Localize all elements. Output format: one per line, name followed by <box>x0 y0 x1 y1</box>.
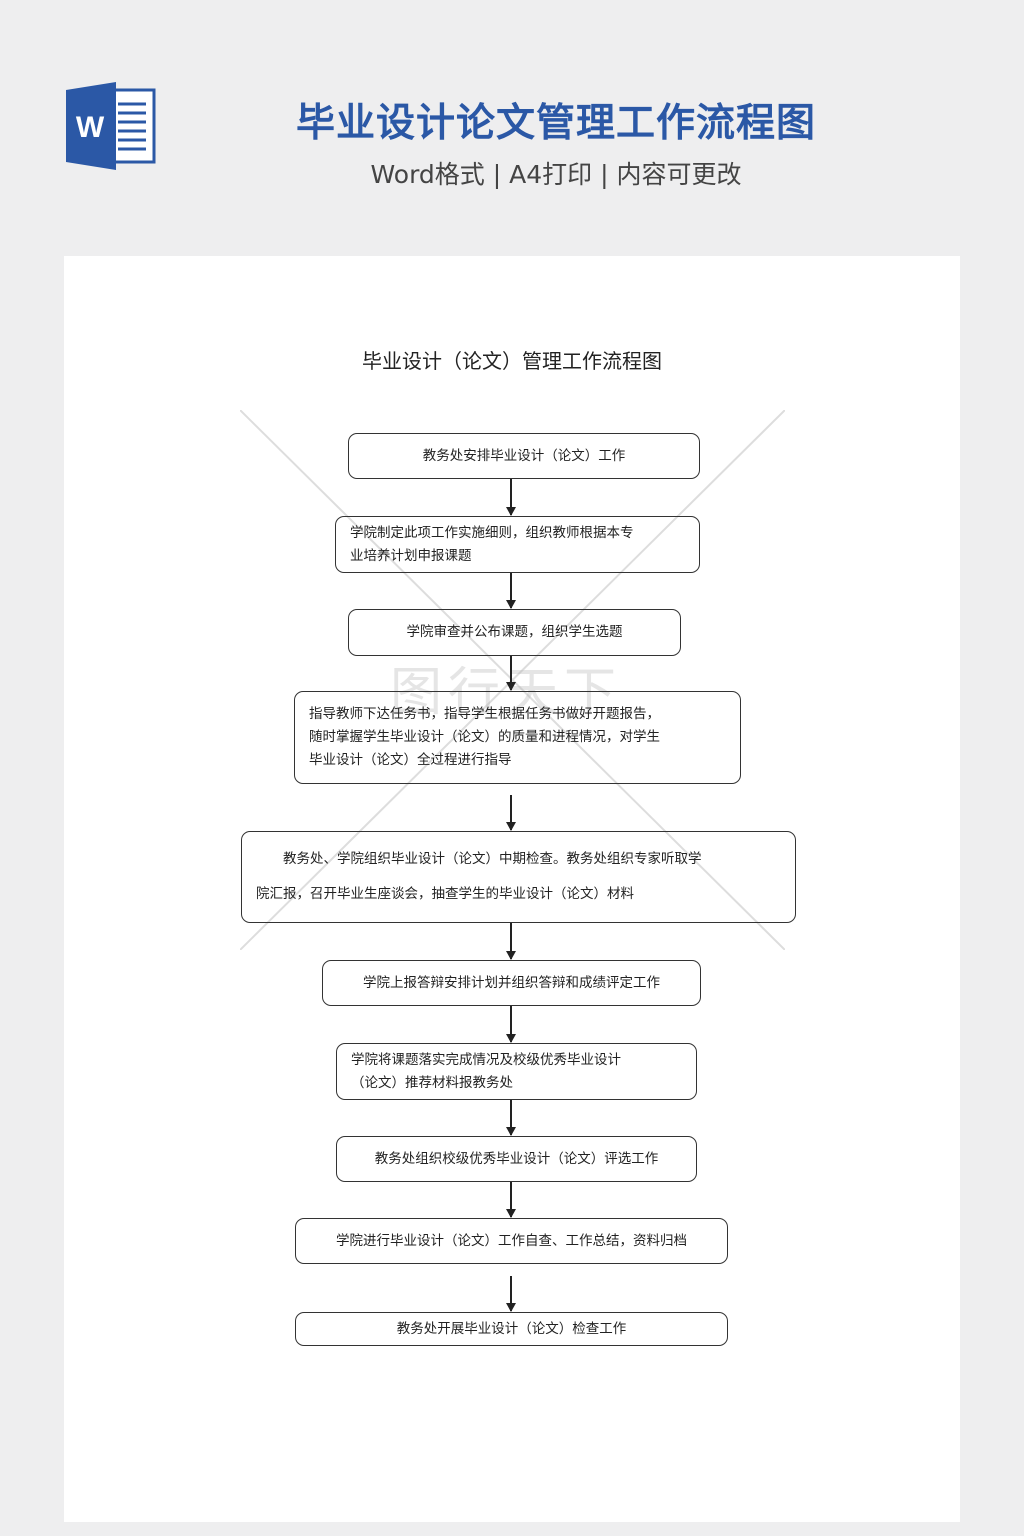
flow-step-line: 教务处组织校级优秀毕业设计（论文）评选工作 <box>374 1150 659 1167</box>
flow-step-line: 学院制定此项工作实施细则，组织教师根据本专 <box>350 524 634 541</box>
flow-arrow <box>506 656 515 691</box>
flow-step-line: 随时掌握学生毕业设计（论文）的质量和进程情况，对学生 <box>309 729 660 745</box>
watermark: 图行天下 <box>390 663 623 723</box>
flow-step-line: 教务处开展毕业设计（论文）检查工作 <box>396 1320 627 1337</box>
flow-step-line: 学院上报答辩安排计划并组织答辩和成绩评定工作 <box>363 974 660 991</box>
flow-arrow <box>506 1182 515 1218</box>
header-subtitle: Word格式 | A4打印 | 内容可更改 <box>370 160 742 189</box>
flow-arrow <box>506 1006 515 1043</box>
flow-step-line: 业培养计划申报课题 <box>350 547 472 564</box>
flow-step-8: 教务处组织校级优秀毕业设计（论文）评选工作 <box>336 1136 697 1182</box>
flow-step-line: 学院审查并公布课题，组织学生选题 <box>406 624 623 640</box>
flow-arrow <box>506 923 515 960</box>
flow-step-line: （论文）推荐材料报教务处 <box>351 1074 513 1091</box>
flow-step-line: 学院进行毕业设计（论文）工作自查、工作总结，资料归档 <box>336 1232 687 1249</box>
word-document-icon: W <box>66 82 156 170</box>
flow-step-line: 指导教师下达任务书，指导学生根据任务书做好开题报告， <box>309 706 660 722</box>
flow-step-line: 教务处安排毕业设计（论文）工作 <box>422 447 626 464</box>
flow-arrow <box>506 479 515 516</box>
flow-step-5: 教务处、学院组织毕业设计（论文）中期检查。教务处组织专家听取学院汇报，召开毕业生… <box>241 831 796 923</box>
flow-step-2: 学院制定此项工作实施细则，组织教师根据本专业培养计划申报课题 <box>335 516 700 573</box>
header-title: 毕业设计论文管理工作流程图 <box>295 101 816 146</box>
flow-arrow <box>506 1276 515 1312</box>
flow-step-1: 教务处安排毕业设计（论文）工作 <box>348 433 700 479</box>
flow-step-6: 学院上报答辩安排计划并组织答辩和成绩评定工作 <box>322 960 701 1006</box>
flow-step-line: 教务处、学院组织毕业设计（论文）中期检查。教务处组织专家听取学 <box>256 851 702 867</box>
flow-step-line: 毕业设计（论文）全过程进行指导 <box>309 752 512 768</box>
flow-arrow <box>506 795 515 831</box>
svg-text:W: W <box>76 111 105 144</box>
flow-arrow <box>506 1100 515 1136</box>
flow-step-3: 学院审查并公布课题，组织学生选题 <box>348 609 681 656</box>
flow-step-10: 教务处开展毕业设计（论文）检查工作 <box>295 1312 728 1346</box>
flow-step-line: 学院将课题落实完成情况及校级优秀毕业设计 <box>351 1051 621 1068</box>
flow-step-7: 学院将课题落实完成情况及校级优秀毕业设计 （论文）推荐材料报教务处 <box>336 1043 697 1100</box>
flow-step-9: 学院进行毕业设计（论文）工作自查、工作总结，资料归档 <box>295 1218 728 1264</box>
flow-step-line: 院汇报，召开毕业生座谈会，抽查学生的毕业设计（论文）材料 <box>256 886 634 902</box>
flow-arrow <box>506 573 515 609</box>
document-title: 毕业设计（论文）管理工作流程图 <box>362 349 662 373</box>
flow-step-4: 指导教师下达任务书，指导学生根据任务书做好开题报告， 随时掌握学生毕业设计（论文）… <box>294 691 741 784</box>
